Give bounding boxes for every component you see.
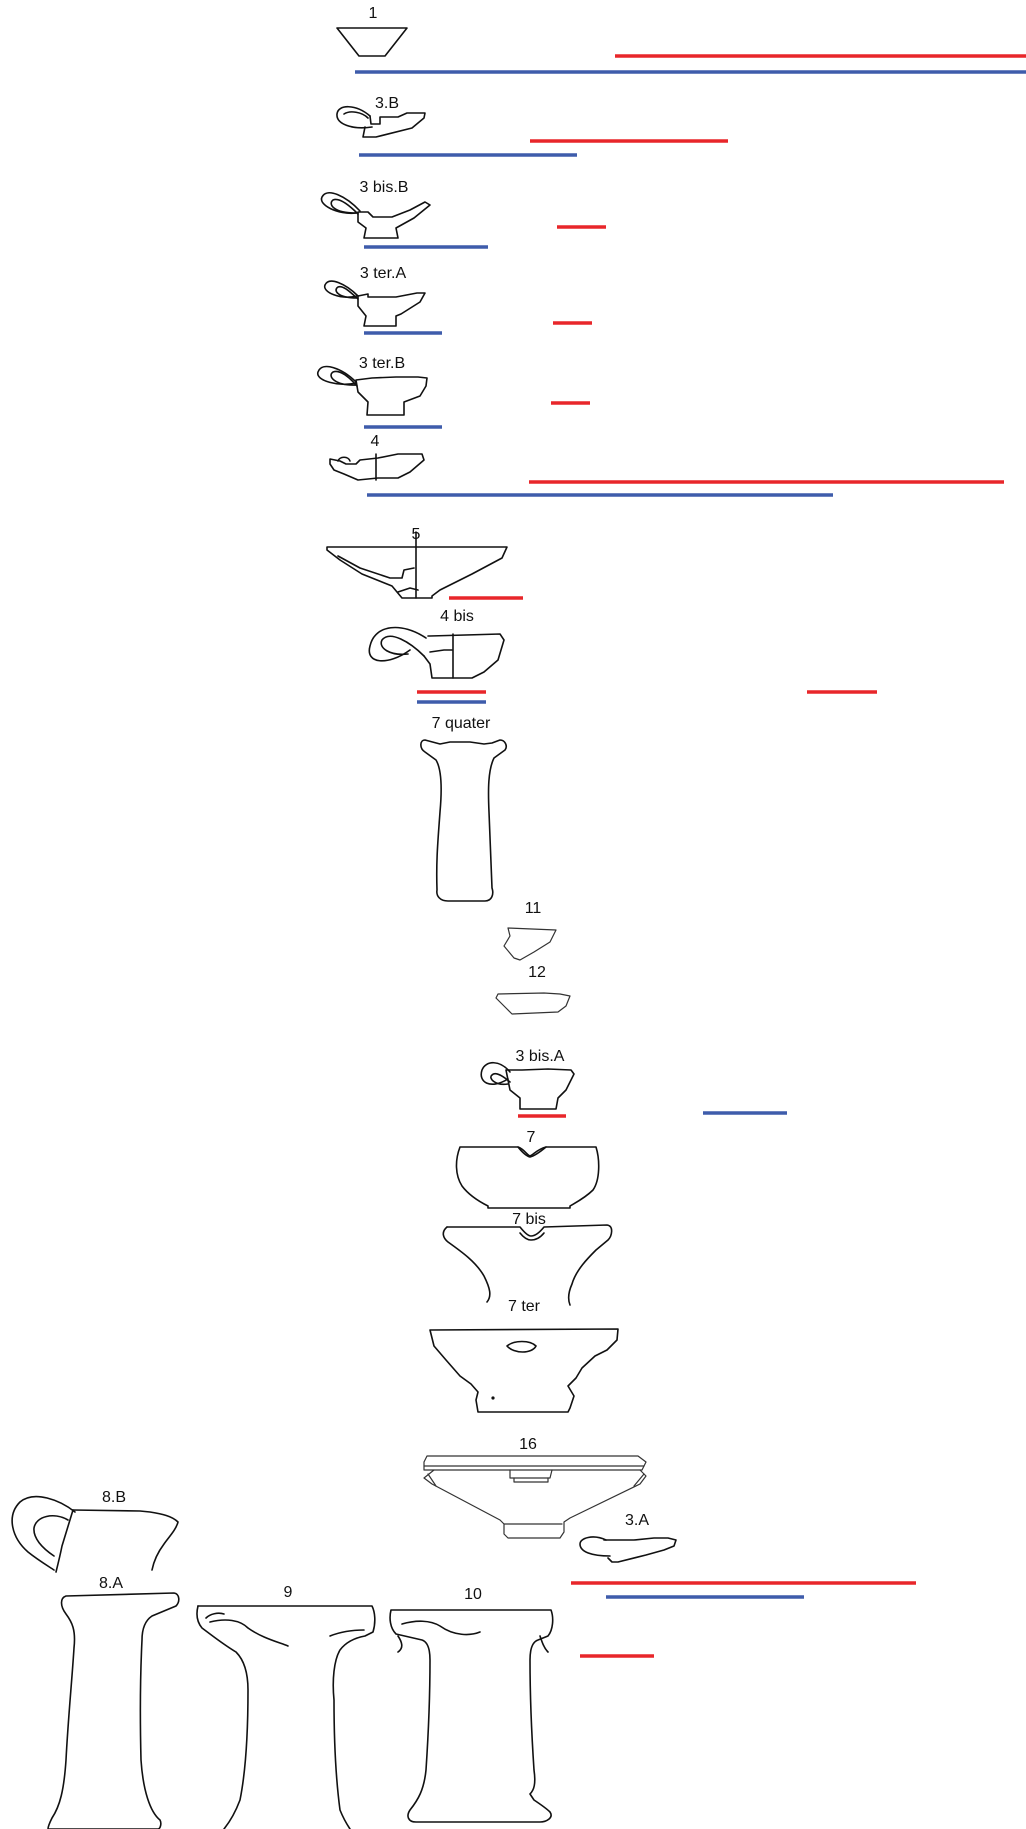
label-vessel-9: 9 (284, 1584, 293, 1601)
label-vessel-8b: 8.B (102, 1489, 126, 1506)
label-vessel-7quater: 7 quater (432, 715, 491, 732)
label-vessel-3bisb: 3 bis.B (360, 179, 409, 196)
label-vessel-16: 16 (519, 1436, 537, 1453)
label-vessel-7: 7 (527, 1129, 536, 1146)
vessel-5-outline (326, 531, 508, 599)
vessel-3b-outline (336, 105, 426, 138)
label-vessel-7bis: 7 bis (512, 1211, 546, 1228)
vessel-4bis-outline (368, 626, 505, 679)
label-vessel-7ter: 7 ter (508, 1298, 541, 1315)
vessel-7ter-outline (429, 1328, 619, 1413)
vessel-drawings (11, 27, 677, 1829)
vessel-3terb-outline (317, 365, 428, 416)
label-vessel-4bis: 4 bis (440, 608, 474, 625)
vessel-9-outline (196, 1605, 376, 1829)
label-vessel-4: 4 (371, 433, 380, 450)
vessel-labels: 1 3.B 3 bis.B 3 ter.A 3 ter.B 4 5 4 bis … (99, 5, 649, 1603)
vessel-16-outline (423, 1455, 647, 1539)
label-vessel-11: 11 (525, 900, 542, 917)
vessel-4-outline (329, 453, 425, 481)
vessel-3a-outline (579, 1536, 677, 1563)
vessel-12-outline (495, 992, 571, 1015)
vessel-10-outline (389, 1609, 554, 1823)
vessel-8a-outline (47, 1592, 180, 1829)
vessel-3tera-outline (324, 280, 426, 327)
vessel-7-outline (455, 1146, 600, 1209)
vessel-8b-outline (11, 1495, 179, 1573)
label-vessel-3bisa: 3 bis.A (516, 1048, 565, 1065)
label-vessel-3tera: 3 ter.A (360, 265, 407, 282)
vessel-7quater-outline (420, 739, 507, 902)
label-vessel-3terb: 3 ter.B (359, 355, 405, 372)
label-vessel-8a: 8.A (99, 1575, 123, 1592)
range-bars (355, 54, 1026, 1658)
vessel-11-outline (503, 927, 557, 961)
label-vessel-10: 10 (464, 1586, 482, 1603)
vessel-3bisa-outline (480, 1061, 575, 1110)
label-vessel-3a: 3.A (625, 1512, 649, 1529)
label-vessel-3b: 3.B (375, 95, 399, 112)
vessel-7bis-outline (442, 1224, 613, 1306)
label-vessel-1: 1 (369, 5, 378, 22)
label-vessel-12: 12 (528, 964, 546, 981)
vessel-1-outline (336, 27, 408, 57)
vessel-3bisb-outline (320, 192, 431, 239)
